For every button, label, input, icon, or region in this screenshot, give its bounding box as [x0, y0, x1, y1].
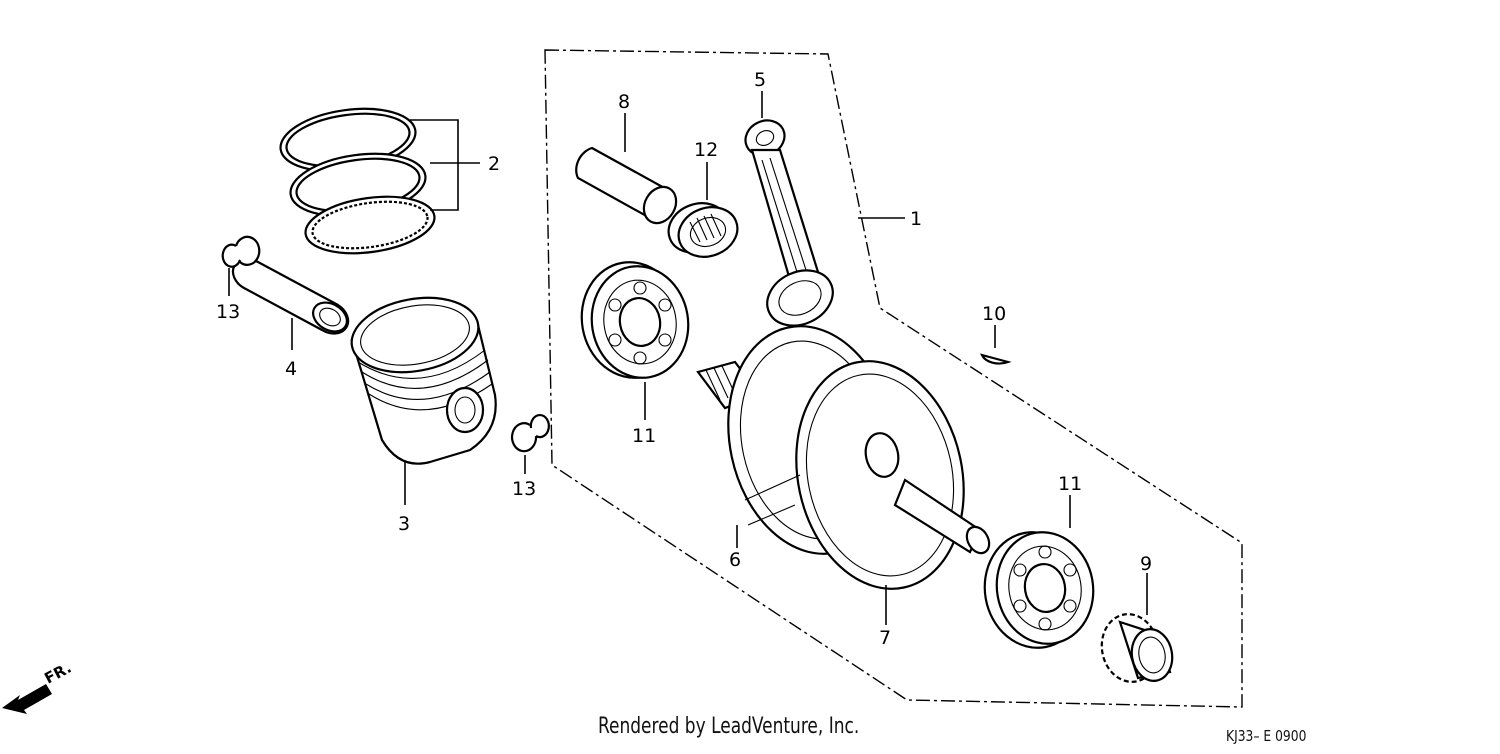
- render-credit: Rendered by LeadVenture, Inc.: [598, 714, 860, 739]
- callout-11-left: 11: [632, 425, 656, 447]
- callout-10: 10: [982, 303, 1006, 325]
- callout-7: 7: [879, 627, 891, 649]
- callout-5: 5: [754, 69, 766, 91]
- callout-11-right: 11: [1058, 473, 1082, 495]
- timing-sprocket: [1100, 613, 1174, 683]
- crankshaft: [696, 325, 991, 590]
- connecting-rod: [744, 119, 834, 327]
- front-direction-arrow-icon: [2, 684, 52, 714]
- piston-pin: [231, 258, 350, 335]
- piston: [350, 296, 497, 465]
- needle-bearing: [667, 202, 739, 258]
- crank-pin: [575, 146, 678, 225]
- callout-3: 3: [398, 513, 410, 535]
- callout-12: 12: [694, 139, 718, 161]
- ball-bearing-right: [983, 531, 1095, 649]
- woodruff-key: [980, 353, 1012, 365]
- callout-1: 1: [910, 208, 922, 230]
- piston-rings: [279, 107, 436, 255]
- callout-9: 9: [1140, 553, 1152, 575]
- direction-label: FR.: [41, 659, 74, 688]
- piston-clip-right: [510, 413, 550, 453]
- callout-13-right: 13: [512, 478, 536, 500]
- callout-2: 2: [488, 153, 500, 175]
- callout-13-left: 13: [216, 301, 240, 323]
- assembly-boundary: [544, 49, 1243, 708]
- callout-4: 4: [285, 358, 297, 380]
- piston-clip-left: [221, 235, 261, 268]
- callout-6: 6: [729, 549, 741, 571]
- callout-8: 8: [618, 91, 630, 113]
- ball-bearing-left: [580, 261, 690, 379]
- diagram-code: KJ33– E 0900: [1226, 727, 1307, 745]
